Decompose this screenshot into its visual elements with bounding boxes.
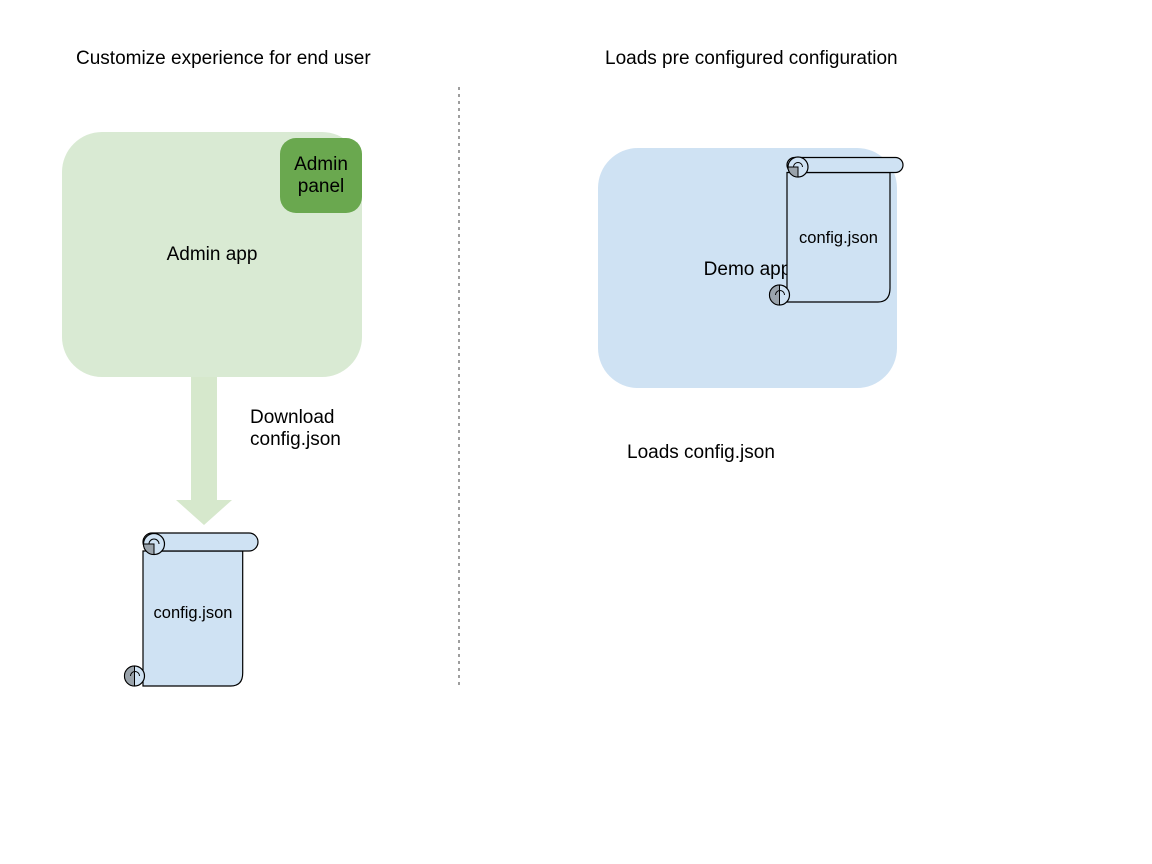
config-scroll-right-icon: [768, 156, 904, 306]
admin-panel-box: Admin panel: [280, 138, 362, 213]
demo-app-label: Demo app: [703, 259, 792, 280]
config-scroll-left-label: config.json: [153, 604, 233, 622]
loads-caption: Loads config.json: [627, 442, 775, 463]
right-section-header: Loads pre configured configuration: [605, 48, 898, 69]
download-arrow-icon: [176, 377, 232, 525]
admin-panel-label: Admin panel: [294, 153, 348, 197]
section-divider: [458, 87, 460, 686]
download-caption: Download config.json: [250, 407, 341, 450]
left-section-header: Customize experience for end user: [76, 48, 371, 69]
config-scroll-right-label: config.json: [799, 229, 878, 247]
config-scroll-left-icon: [123, 532, 259, 687]
admin-app-label: Admin app: [166, 244, 258, 265]
